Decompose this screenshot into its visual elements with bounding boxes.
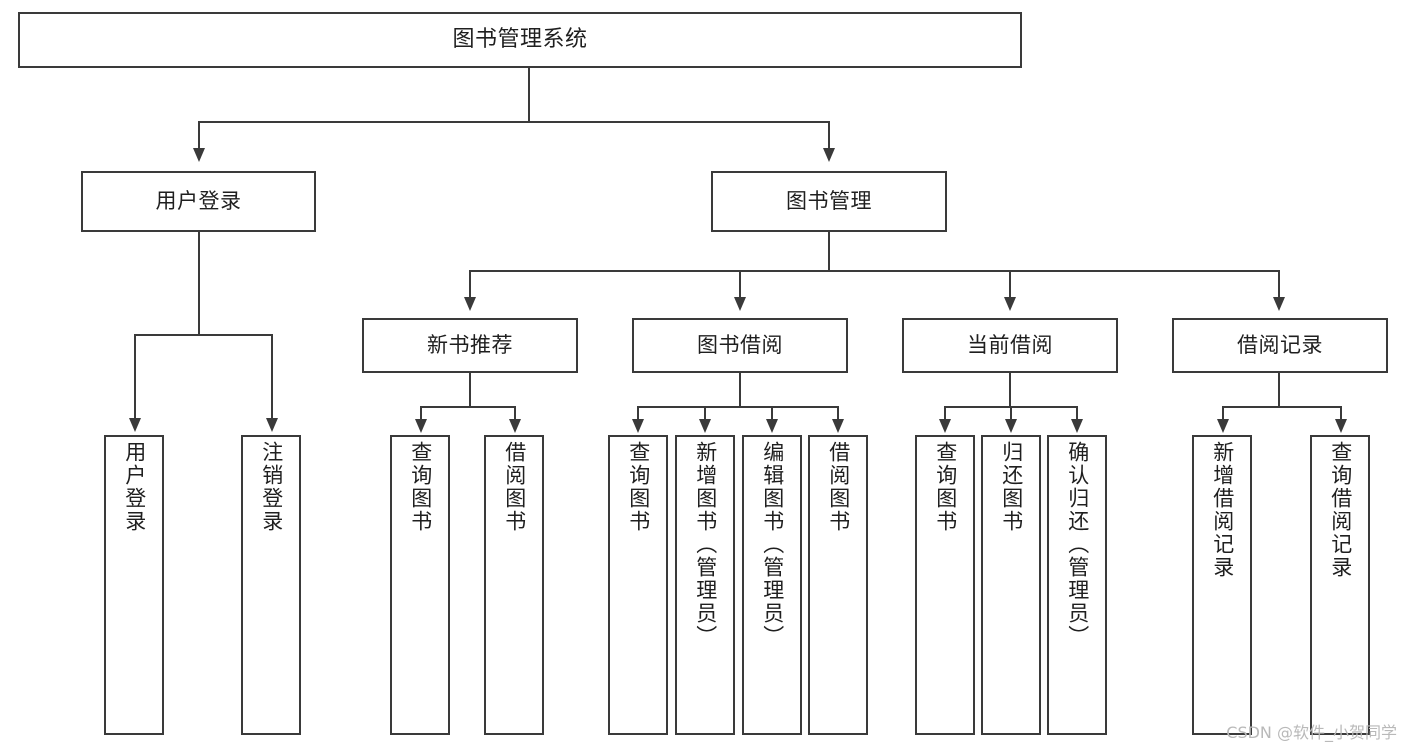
node-book-borrow[interactable]: 图书借阅 [632,318,848,373]
edge-book-borrow-to-leaf-8 [837,406,839,420]
arrowhead-current-borrow-to-leaf-9 [939,419,951,433]
edge-root-to-book-manage [828,121,830,149]
node-label: 查询图书 [626,441,651,533]
watermark-text: CSDN @软件_小贺同学 [1226,723,1397,742]
arrowhead-root-to-book-manage [823,148,835,162]
node-label: 新增借阅记录 [1210,441,1235,579]
node-new-book-recommend[interactable]: 新书推荐 [362,318,578,373]
arrowhead-user-login-to-leaf-1 [129,418,141,432]
edge-user-login-to-leaf-2 [271,334,273,419]
node-label: 编辑图书（管理员） [760,441,785,648]
edge-user-login-bus [134,334,273,336]
leaf-node-query-book-current[interactable]: 查询图书 [915,435,975,735]
leaf-node-user-login[interactable]: 用户登录 [104,435,164,735]
arrowhead-borrow-record-to-leaf-13 [1335,419,1347,433]
node-user-login[interactable]: 用户登录 [81,171,316,232]
edge-root-to-user-login [198,121,200,149]
arrowhead-new-book-rec-to-leaf-4 [509,419,521,433]
edge-user-login-to-leaf-1 [134,334,136,419]
edge-book-manage-to-new-book-rec [469,270,471,298]
leaf-node-borrow-book[interactable]: 借阅图书 [808,435,868,735]
edge-book-manage-stem [828,232,830,271]
leaf-node-return-book[interactable]: 归还图书 [981,435,1041,735]
edge-new-book-rec-stem [469,373,471,407]
node-label: 借阅图书 [826,441,851,533]
edge-book-borrow-bus [637,406,838,408]
edge-current-borrow-to-leaf-9 [944,406,946,420]
edge-current-borrow-to-leaf-11 [1076,406,1078,420]
edge-borrow-record-bus [1222,406,1342,408]
arrowhead-book-manage-to-book-borrow [734,297,746,311]
leaf-node-query-borrow-record[interactable]: 查询借阅记录 [1310,435,1370,735]
arrowhead-root-to-user-login [193,148,205,162]
leaf-node-add-book-admin[interactable]: 新增图书（管理员） [675,435,735,735]
edge-book-manage-to-book-borrow [739,270,741,298]
node-label: 新书推荐 [427,333,513,358]
arrowhead-current-borrow-to-leaf-10 [1005,419,1017,433]
arrowhead-book-borrow-to-leaf-8 [832,419,844,433]
edge-borrow-record-to-leaf-13 [1340,406,1342,420]
arrowhead-user-login-to-leaf-2 [266,418,278,432]
leaf-node-borrow-book-rec[interactable]: 借阅图书 [484,435,544,735]
arrowhead-book-borrow-to-leaf-7 [766,419,778,433]
node-label: 借阅记录 [1237,333,1323,358]
edge-new-book-rec-to-leaf-4 [514,406,516,420]
node-borrow-record[interactable]: 借阅记录 [1172,318,1388,373]
edge-user-login-stem [198,232,200,335]
arrowhead-book-borrow-to-leaf-5 [632,419,644,433]
leaf-node-confirm-return-admin[interactable]: 确认归还（管理员） [1047,435,1107,735]
node-label: 确认归还（管理员） [1065,441,1090,648]
node-current-borrow[interactable]: 当前借阅 [902,318,1118,373]
node-root-book-management-system[interactable]: 图书管理系统 [18,12,1022,68]
edge-current-borrow-stem [1009,373,1011,407]
arrowhead-book-manage-to-current-borrow [1004,297,1016,311]
leaf-node-query-book-rec[interactable]: 查询图书 [390,435,450,735]
edge-current-borrow-to-leaf-10 [1010,406,1012,420]
node-label: 新增图书（管理员） [693,441,718,648]
leaf-node-logout[interactable]: 注销登录 [241,435,301,735]
edge-borrow-record-to-leaf-12 [1222,406,1224,420]
leaf-node-edit-book-admin[interactable]: 编辑图书（管理员） [742,435,802,735]
arrowhead-book-manage-to-borrow-record [1273,297,1285,311]
node-label: 查询图书 [408,441,433,533]
node-label: 用户登录 [122,441,147,533]
edge-borrow-record-stem [1278,373,1280,407]
leaf-node-query-book-borrow[interactable]: 查询图书 [608,435,668,735]
arrowhead-book-manage-to-new-book-rec [464,297,476,311]
edge-book-borrow-to-leaf-5 [637,406,639,420]
edge-book-manage-bus [469,270,1279,272]
edge-new-book-rec-bus [420,406,516,408]
arrowhead-new-book-rec-to-leaf-3 [415,419,427,433]
arrowhead-book-borrow-to-leaf-6 [699,419,711,433]
node-label: 当前借阅 [967,333,1053,358]
edge-new-book-rec-to-leaf-3 [420,406,422,420]
node-label: 查询借阅记录 [1328,441,1353,579]
edge-book-borrow-to-leaf-7 [771,406,773,420]
node-label: 图书管理 [786,189,872,214]
edge-root-stem [528,68,530,122]
edge-book-manage-to-current-borrow [1009,270,1011,298]
node-label: 查询图书 [933,441,958,533]
arrowhead-current-borrow-to-leaf-11 [1071,419,1083,433]
node-label: 图书借阅 [697,333,783,358]
leaf-node-add-borrow-record[interactable]: 新增借阅记录 [1192,435,1252,735]
node-label: 借阅图书 [502,441,527,533]
arrowhead-borrow-record-to-leaf-12 [1217,419,1229,433]
node-label: 归还图书 [999,441,1024,533]
edge-book-borrow-to-leaf-6 [704,406,706,420]
edge-root-bus [198,121,830,123]
edge-book-manage-to-borrow-record [1278,270,1280,298]
node-label: 图书管理系统 [452,27,588,53]
edge-book-borrow-stem [739,373,741,407]
node-label: 注销登录 [259,441,284,533]
node-book-management[interactable]: 图书管理 [711,171,947,232]
node-label: 用户登录 [155,189,242,214]
